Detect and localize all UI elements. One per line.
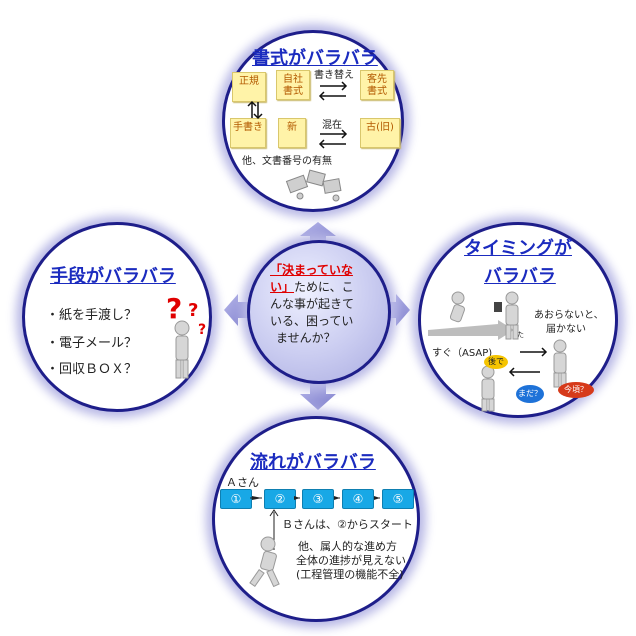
note-seiki: 正規 (232, 72, 266, 102)
exchange-arrows (508, 347, 548, 377)
note-tegaki: 手書き (230, 118, 266, 148)
center-text: 「決まっていな い」ために、こ んな事が起きて いる、困ってい ませんか？ (270, 263, 355, 345)
note-jisha: 自社 書式 (276, 70, 310, 100)
left-item-email: ・電子メール？ (46, 336, 138, 351)
arrow-up (300, 222, 336, 242)
right-title-2: バラバラ (484, 266, 556, 287)
bottom-circle (212, 416, 420, 622)
left-item-paper: ・紙を手渡し？ (46, 308, 138, 323)
arrow-down (300, 378, 336, 410)
person-a-label: Ａさん (226, 476, 259, 489)
bottom-note-3: (工程管理の機能不全) (296, 568, 404, 581)
document-icon (494, 302, 502, 312)
bottom-note-2: 全体の進捗が見えない (296, 554, 406, 567)
right-not-delivered-2: 届かない (546, 324, 586, 335)
not-yet-label: まだ？ (518, 389, 542, 398)
svg-text:?: ? (166, 292, 182, 325)
label-mixed: 混在 (322, 120, 342, 131)
right-title-1: タイミングが (464, 238, 572, 259)
person-b-label: Ｂさんは、②からスタート (282, 518, 413, 531)
speed-arrow (428, 320, 514, 340)
right-asap: すぐ（ASAP) (432, 348, 493, 359)
note-kyu: 古(旧) (360, 118, 400, 148)
now-label: 今頃？ (564, 385, 588, 394)
right-ta: た (517, 331, 524, 339)
later-label: 後で (488, 357, 504, 366)
note-shin: 新 (278, 118, 306, 148)
step-3: ③ (302, 489, 334, 509)
arrow-right (388, 294, 410, 326)
label-other: 他、文書番号の有無 (242, 156, 332, 167)
svg-text:?: ? (188, 300, 198, 321)
step-5: ⑤ (382, 489, 414, 509)
now-bubble (558, 382, 594, 398)
running-worker-icon (249, 536, 280, 588)
later-bubble (484, 355, 508, 369)
not-yet-bubble (516, 385, 544, 403)
center-circle (247, 240, 391, 384)
top-title: 書式がバラバラ (252, 48, 378, 69)
left-circle (22, 222, 212, 412)
right-not-delivered-1: あおらないと、 (534, 310, 604, 321)
scattered-papers-icon (285, 169, 342, 202)
svg-text:?: ? (198, 322, 206, 338)
center-red-2: い」 (270, 280, 295, 294)
step-4: ④ (342, 489, 374, 509)
label-replace: 書き替え (314, 70, 354, 81)
left-item-box: ・回収ＢＯＸ？ (46, 362, 138, 377)
step-1: ① (220, 489, 252, 509)
bottom-title: 流れがバラバラ (250, 452, 376, 473)
running-person-icon (449, 291, 466, 323)
arrow-left (224, 294, 248, 326)
left-title: 手段がバラバラ (50, 266, 176, 287)
center-red-1: 「決まっていな (270, 263, 353, 277)
note-kyakusaki: 客先 書式 (360, 70, 394, 100)
bottom-note-1: 他、属人的な進め方 (298, 540, 397, 553)
